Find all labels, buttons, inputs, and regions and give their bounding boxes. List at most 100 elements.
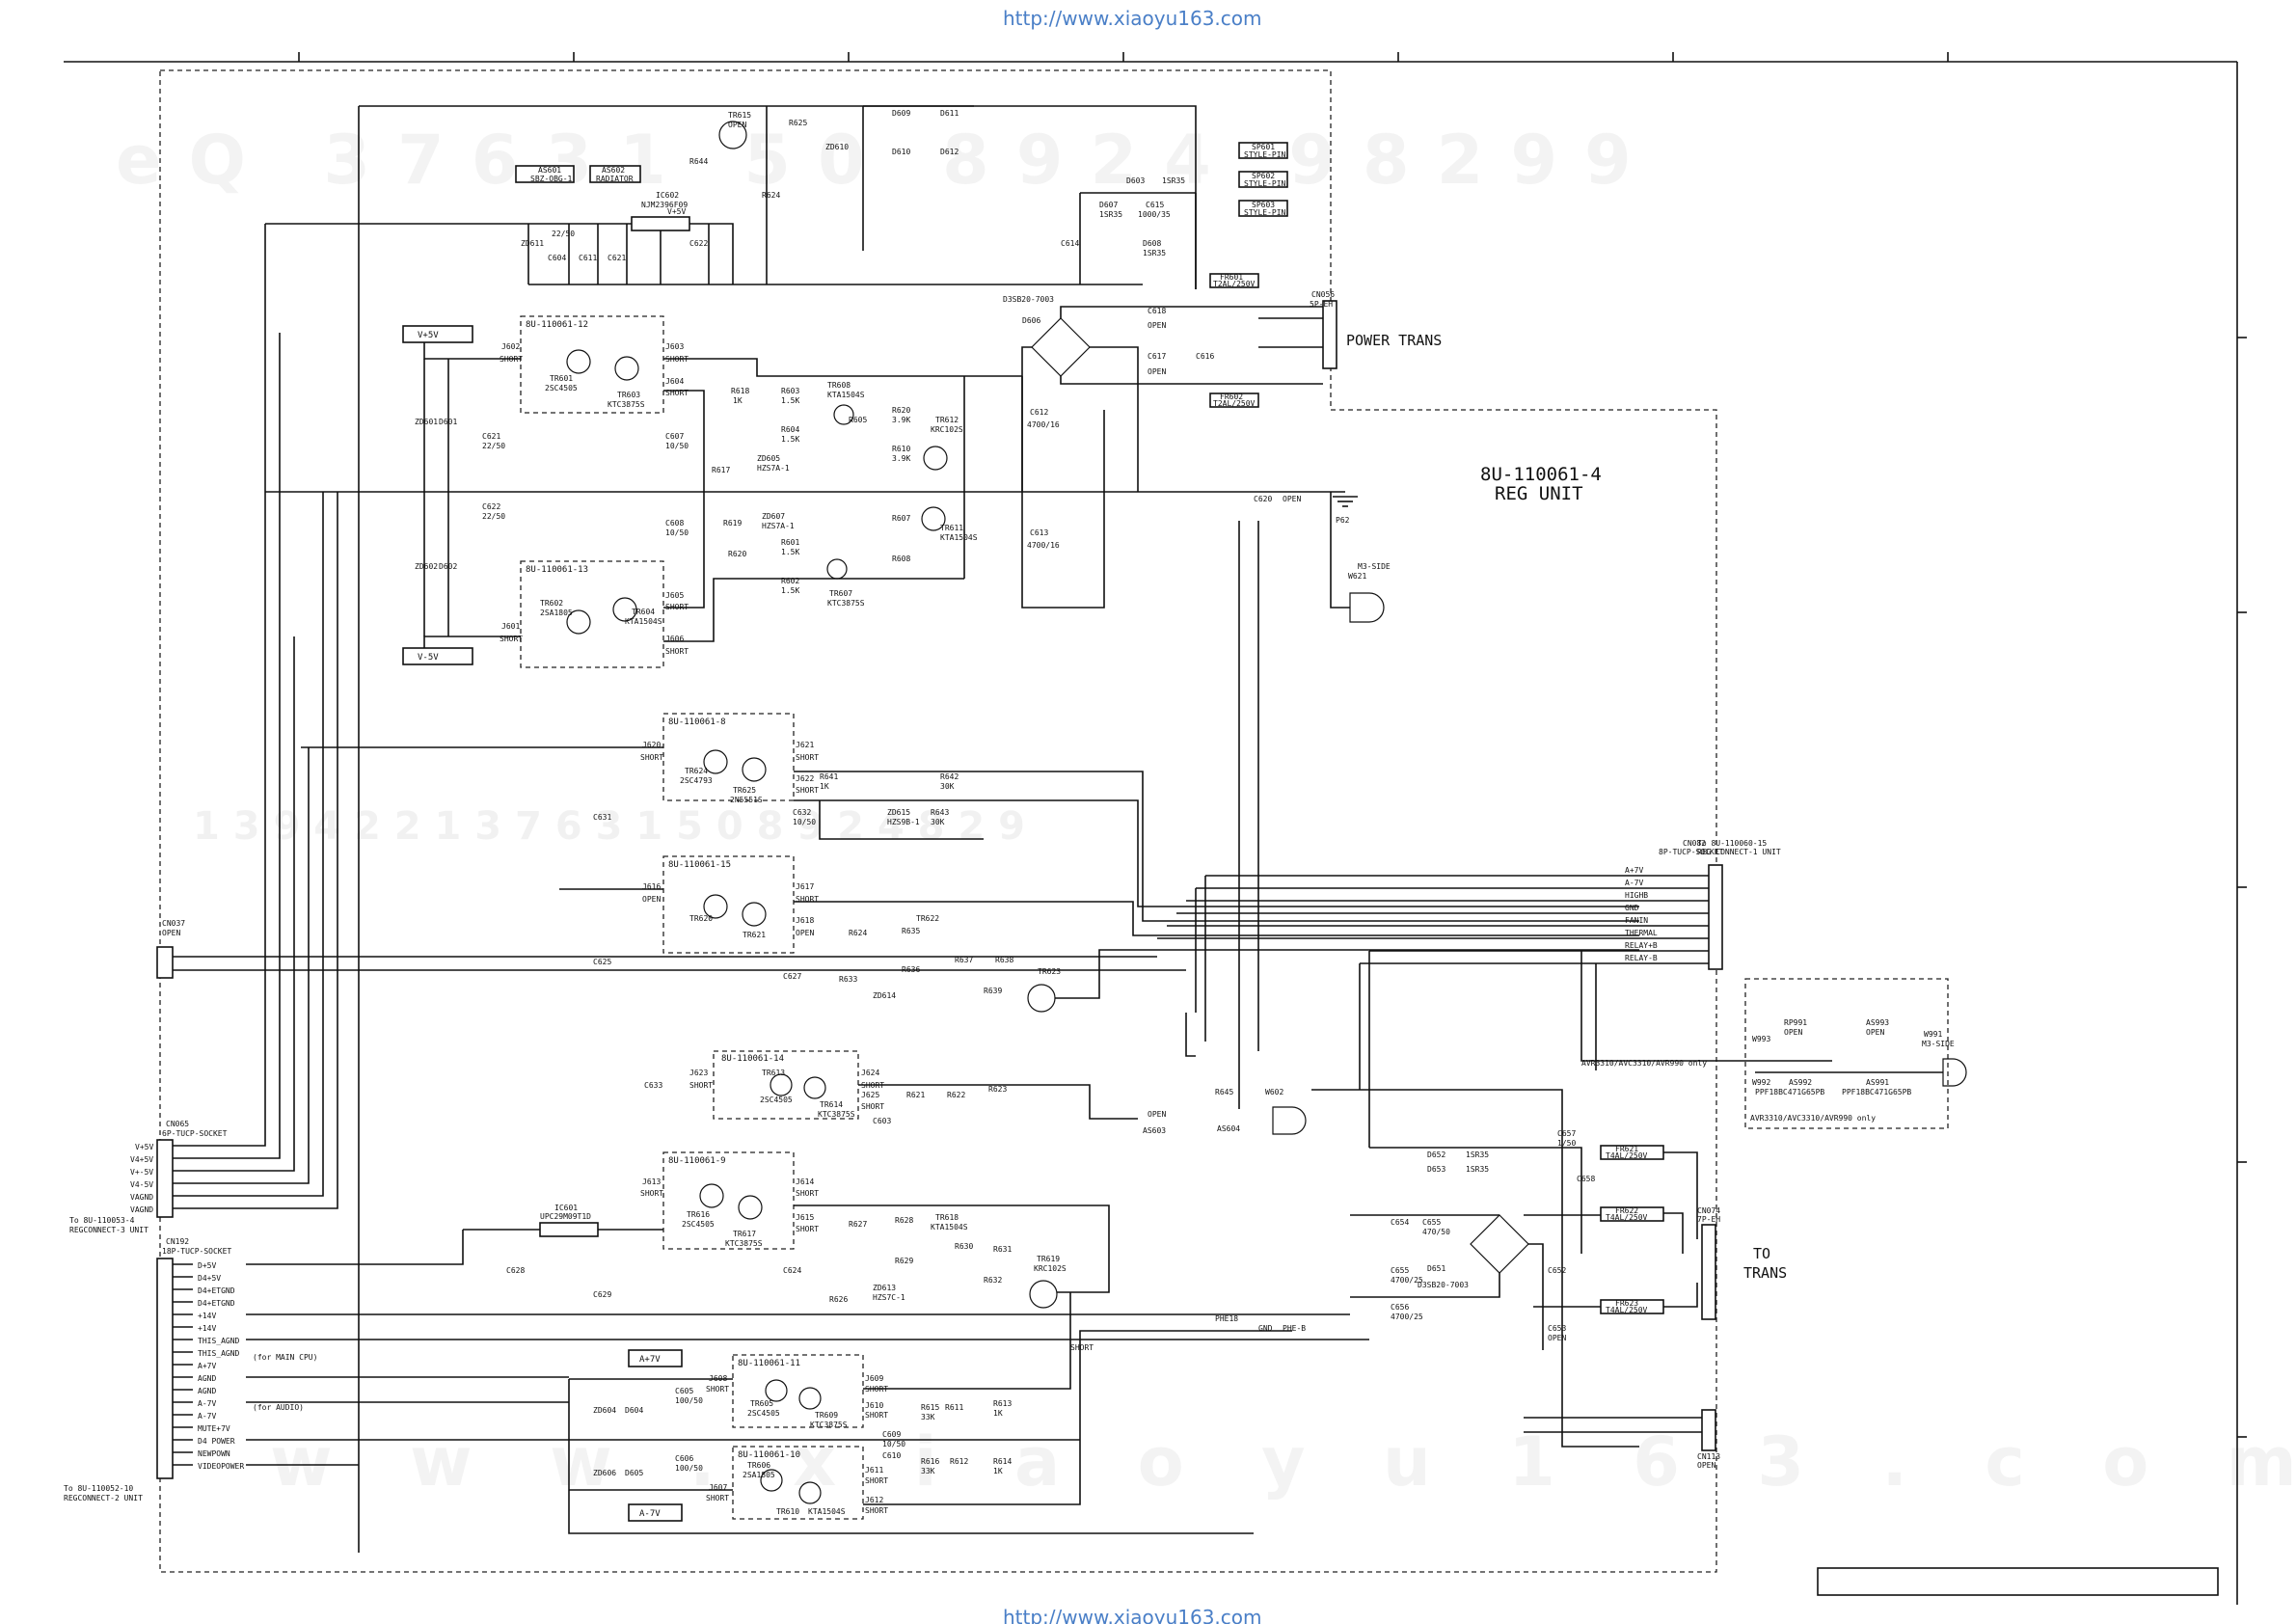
svg-text:TR618: TR618 [935, 1213, 959, 1222]
watermark-url-top[interactable]: http://www.xiaoyu163.com [1003, 7, 1262, 30]
svg-text:D610: D610 [892, 148, 910, 156]
unit-title: REG UNIT [1495, 483, 1583, 504]
sp602 [1238, 171, 1288, 188]
svg-text:OPEN: OPEN [1283, 495, 1301, 503]
svg-text:J609: J609 [865, 1374, 883, 1383]
block-8u-110061-10 [732, 1446, 864, 1520]
w991-sensor [1942, 1058, 1967, 1087]
svg-text:D609: D609 [892, 109, 910, 118]
block-8u-110061-12 [520, 315, 664, 414]
svg-text:8U-110061-15: 8U-110061-15 [668, 860, 731, 870]
svg-text:TR621: TR621 [743, 931, 766, 939]
svg-text:7P-EH: 7P-EH [1697, 1215, 1720, 1224]
svg-text:TR614: TR614 [820, 1100, 843, 1109]
svg-text:R615: R615 [921, 1403, 939, 1412]
svg-text:R607: R607 [892, 514, 910, 523]
cn056-connector[interactable] [1322, 300, 1337, 369]
svg-text:R637: R637 [955, 956, 973, 964]
svg-text:OPEN: OPEN [1866, 1028, 1884, 1037]
title-block [1817, 1567, 2219, 1596]
svg-text:J607: J607 [709, 1483, 727, 1492]
svg-text:1SR35: 1SR35 [1143, 249, 1166, 257]
svg-text:VIDEOPOWER: VIDEOPOWER [198, 1462, 244, 1471]
cn113-connector[interactable] [1701, 1409, 1716, 1451]
cn082-connector[interactable] [1708, 864, 1723, 970]
svg-text:D4 POWER: D4 POWER [198, 1437, 235, 1446]
w621-sensor [1349, 592, 1385, 623]
as601-label [515, 165, 575, 183]
svg-text:J615: J615 [796, 1213, 814, 1222]
svg-text:R620: R620 [728, 550, 746, 558]
svg-text:C627: C627 [783, 972, 801, 981]
svg-text:THIS_AGND: THIS_AGND [198, 1337, 240, 1345]
svg-text:TR601: TR601 [550, 374, 573, 383]
svg-text:KRC102S: KRC102S [1034, 1264, 1067, 1273]
cn065-connector[interactable] [156, 1139, 174, 1218]
svg-text:OPEN: OPEN [642, 895, 661, 904]
svg-text:1K: 1K [993, 1409, 1003, 1418]
svg-text:REGCONNECT-2 UNIT: REGCONNECT-2 UNIT [64, 1494, 143, 1502]
svg-text:AGND: AGND [198, 1374, 216, 1383]
svg-text:R642: R642 [940, 772, 959, 781]
watermark-url-bottom[interactable]: http://www.xiaoyu163.com [1003, 1606, 1262, 1624]
svg-text:THIS_AGND: THIS_AGND [198, 1349, 240, 1358]
ic601 [539, 1222, 599, 1237]
svg-text:SP602: SP602 [1252, 172, 1275, 180]
svg-text:V+5V: V+5V [418, 331, 439, 340]
svg-text:3.9K: 3.9K [892, 416, 910, 424]
cn074-connector[interactable] [1701, 1224, 1716, 1320]
v-minus-5v-tag [402, 647, 473, 665]
svg-text:1SR35: 1SR35 [1162, 176, 1185, 185]
svg-text:IC602: IC602 [656, 191, 679, 200]
svg-text:PPF18BC471G65PB: PPF18BC471G65PB [1842, 1088, 1911, 1096]
svg-text:J621: J621 [796, 741, 814, 749]
svg-text:C658: C658 [1577, 1175, 1595, 1183]
svg-text:SHORT: SHORT [640, 753, 663, 762]
svg-text:1.5K: 1.5K [781, 435, 799, 444]
svg-text:KTA1504S: KTA1504S [625, 617, 662, 626]
tr616 [699, 1183, 724, 1208]
svg-text:CN192: CN192 [166, 1237, 189, 1246]
svg-text:KTA1504S: KTA1504S [808, 1507, 846, 1516]
svg-text:D604: D604 [625, 1406, 643, 1415]
svg-text:FR601: FR601 [1220, 273, 1243, 282]
svg-text:TR604: TR604 [632, 608, 655, 616]
svg-text:OPEN: OPEN [1148, 321, 1166, 330]
svg-text:C624: C624 [783, 1266, 801, 1275]
ruler-ticks [298, 52, 2247, 1438]
cn192-pin-labels: D+5V D4+5V D4+ETGND D4+ETGND +14V +14V T… [198, 1261, 244, 1471]
sp603 [1238, 200, 1288, 217]
svg-text:C633: C633 [644, 1081, 662, 1090]
svg-text:1000/35: 1000/35 [1138, 210, 1171, 219]
svg-text:AVR3310/AVC3310/AVR990 only: AVR3310/AVC3310/AVR990 only [1581, 1059, 1707, 1068]
svg-text:C605: C605 [675, 1387, 693, 1395]
to-trans-1: TO [1753, 1245, 1770, 1262]
svg-text:HZS9B-1: HZS9B-1 [887, 818, 920, 826]
svg-text:To 8U-110053-4: To 8U-110053-4 [69, 1216, 135, 1225]
cn037-connector[interactable] [156, 946, 174, 979]
watermark-digits-mid: 1 3 9 4 2 2 1 3 7 6 3 1 5 0 8 9 2 4 8 2 … [193, 804, 1025, 849]
svg-text:R621: R621 [906, 1091, 925, 1099]
svg-text:+14V: +14V [198, 1324, 216, 1333]
svg-text:KTC3875S: KTC3875S [827, 599, 865, 608]
svg-text:A+7V: A+7V [639, 1355, 661, 1365]
svg-text:C654: C654 [1391, 1218, 1409, 1227]
cn192-connector[interactable] [156, 1258, 174, 1479]
svg-text:TR625: TR625 [733, 786, 756, 795]
svg-text:TR617: TR617 [733, 1230, 756, 1238]
svg-text:TR619: TR619 [1037, 1255, 1060, 1263]
svg-text:TR605: TR605 [750, 1399, 773, 1408]
svg-text:TR620: TR620 [689, 914, 713, 923]
svg-text:(for MAIN CPU): (for MAIN CPU) [253, 1353, 317, 1362]
svg-text:SHORT: SHORT [796, 786, 819, 795]
svg-text:TR613: TR613 [762, 1069, 785, 1077]
svg-text:C604: C604 [548, 254, 566, 262]
svg-text:C618: C618 [1148, 307, 1166, 315]
svg-text:R608: R608 [892, 555, 910, 563]
svg-text:AS602: AS602 [602, 166, 625, 175]
svg-text:C616: C616 [1196, 352, 1214, 361]
svg-text:C625: C625 [593, 958, 611, 966]
svg-text:R628: R628 [895, 1216, 913, 1225]
svg-text:STYLE-PIN: STYLE-PIN [1244, 208, 1286, 217]
